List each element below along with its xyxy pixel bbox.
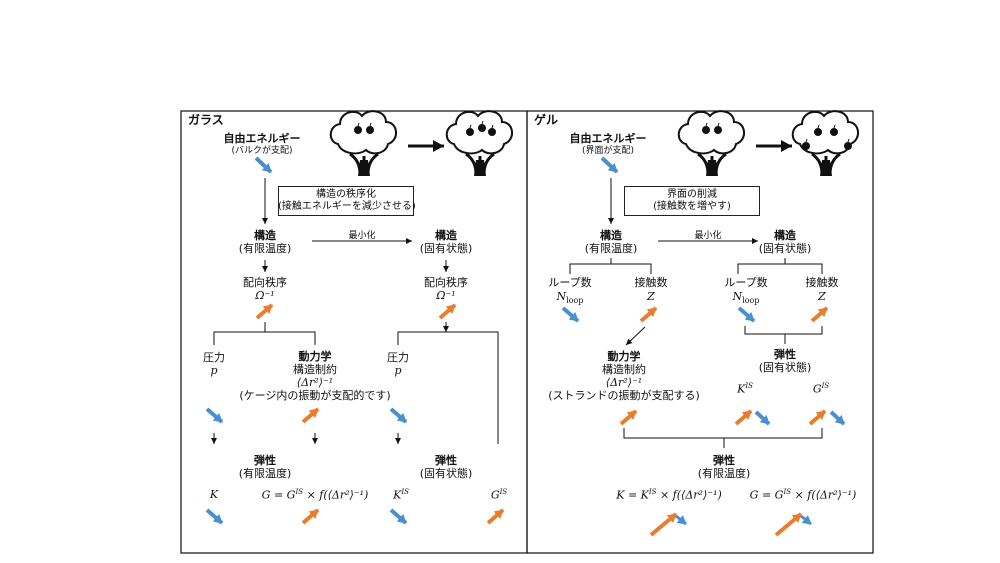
glass-bracket-right	[397, 322, 499, 444]
glass-minimize: 最小化	[348, 231, 376, 241]
gel-GIS: GIS	[812, 382, 830, 396]
gel-arrow-to-dynamics	[625, 326, 646, 346]
glass-elastic-inherent-sub: (固有状態)	[419, 467, 473, 480]
gel-struct-inherent: 構造	[774, 229, 796, 242]
gel-struct-inherent-sub: (固有状態)	[758, 242, 812, 255]
gel-orange-arrow-K	[649, 512, 678, 537]
gel-blue-arrow-loop-left	[561, 306, 580, 323]
glass-blue-arrow-KIS	[389, 508, 408, 525]
glass-orange-arrow-GIS	[486, 508, 505, 525]
glass-constraint-sym: ⟨Δr²⟩⁻¹	[296, 376, 334, 389]
gel-elastic-finite: 弾性	[713, 454, 735, 467]
glass-tree-left	[329, 109, 398, 178]
glass-bracket-left	[213, 322, 316, 345]
gel-contact-sym-right: Z	[818, 290, 826, 303]
glass-KIS: KIS	[393, 488, 409, 502]
gel-box-line1: 界面の削減	[667, 189, 717, 200]
glass-blue-arrow-fe	[254, 156, 273, 174]
gel-orange-arrow-dyn	[619, 409, 638, 426]
glass-pressure-sym-right: p	[394, 364, 402, 377]
glass-blue-arrow-p-left	[205, 407, 224, 424]
glass-free-energy-note: (バルクが支配)	[231, 146, 293, 156]
glass-orange-arrow-order-right	[438, 303, 457, 320]
glass-pressure-sym-left: p	[210, 364, 218, 377]
gel-elastic-inherent-sub: (固有状態)	[758, 361, 812, 374]
gel-blue-arrow-KIS	[754, 410, 771, 426]
gel-blue-arrow-GIS	[829, 410, 846, 426]
gel-contact-right: 接触数	[805, 276, 839, 289]
glass-constraint: 構造制約	[293, 363, 337, 376]
glass-box-line1: 構造の秩序化	[316, 189, 376, 200]
glass-title: ガラス	[188, 113, 224, 127]
gel-strand-note: (ストランドの振動が支配する)	[548, 389, 700, 402]
gel-bracket-elastic-right	[744, 326, 823, 344]
glass-dynamics: 動力学	[298, 350, 332, 363]
glass-G-formula: G = GIS × f(⟨Δr²⟩⁻¹)	[261, 488, 369, 502]
gel-constraint: 構造制約	[602, 363, 646, 376]
glass-orient-order-left: 配向秩序	[243, 276, 287, 289]
glass-K: K	[209, 488, 219, 501]
glass-tree-right	[445, 109, 514, 178]
gel-blue-arrow-fe	[600, 156, 619, 174]
glass-ordering-box	[278, 186, 414, 216]
gel-G-formula: G = GIS × f(⟨Δr²⟩⁻¹)	[749, 488, 857, 502]
gel-loop-sym-left: Nloop	[556, 290, 584, 306]
gel-bracket-bottom	[623, 428, 823, 448]
gel-orange-arrow-GIS	[808, 409, 827, 426]
glass-blue-arrow-K	[205, 508, 224, 525]
gel-loop-sym-right: Nloop	[732, 290, 760, 306]
gel-interface-box	[624, 186, 760, 216]
gel-struct-finite-sub: (有限温度)	[584, 242, 638, 255]
gel-orange-arrow-G	[774, 512, 803, 537]
glass-cage-note: (ケージ内の振動が支配的です)	[239, 389, 391, 402]
glass-orient-order-right: 配向秩序	[424, 276, 468, 289]
glass-orient-sym-left: Ω⁻¹	[255, 289, 275, 302]
glass-elastic-finite-sub: (有限温度)	[238, 467, 292, 480]
glass-GIS: GIS	[490, 488, 508, 502]
gel-loop-right: ループ数	[724, 276, 768, 289]
glass-free-energy: 自由エネルギー	[223, 132, 301, 145]
glass-struct-inherent: 構造	[435, 229, 457, 242]
gel-bracket-top-right	[737, 258, 823, 274]
glass-box-line2: (接触エネルギーを減少させる)	[278, 201, 416, 212]
gel-orange-arrow-contact-right	[810, 306, 829, 323]
glass-pressure-left: 圧力	[203, 351, 225, 364]
gel-minimize: 最小化	[694, 231, 722, 241]
gel-constraint-sym: ⟨Δr²⟩⁻¹	[605, 376, 643, 389]
gel-KIS: KIS	[737, 382, 753, 396]
gel-tree-right	[791, 109, 860, 178]
glass-struct-finite-sub: (有限温度)	[238, 242, 292, 255]
gel-orange-arrow-contact-left	[639, 306, 658, 323]
gel-blue-arrow-loop-right	[737, 306, 756, 323]
glass-elastic-finite: 弾性	[254, 454, 276, 467]
glass-orange-arrow-order-left	[255, 303, 274, 320]
gel-free-energy-note: (界面が支配)	[581, 146, 635, 156]
gel-orange-arrow-KIS	[734, 409, 753, 426]
gel-contact-left: 接触数	[634, 276, 668, 289]
glass-orange-arrow-G	[301, 508, 320, 525]
gel-K-formula: K = KIS × f(⟨Δr²⟩⁻¹)	[616, 488, 722, 502]
gel-free-energy: 自由エネルギー	[569, 132, 647, 145]
glass-orange-arrow-dyn	[301, 407, 320, 424]
glass-elastic-inherent: 弾性	[435, 454, 457, 467]
gel-tree-left	[677, 109, 746, 178]
glass-orient-sym-right: Ω⁻¹	[436, 289, 456, 302]
gel-struct-finite: 構造	[600, 229, 622, 242]
gel-blue-arrow-G	[800, 514, 812, 526]
glass-pressure-right: 圧力	[387, 351, 409, 364]
gel-elastic-finite-sub: (有限温度)	[697, 467, 751, 480]
gel-elastic-inherent: 弾性	[774, 348, 796, 361]
gel-dynamics: 動力学	[607, 350, 641, 363]
glass-struct-finite: 構造	[254, 229, 276, 242]
gel-title: ゲル	[534, 113, 559, 127]
gel-loop-left: ループ数	[548, 276, 592, 289]
gel-bracket-top-left	[569, 258, 652, 274]
glass-struct-inherent-sub: (固有状態)	[419, 242, 473, 255]
gel-box-line2: (接触数を増やす)	[653, 201, 731, 212]
gel-contact-sym-left: Z	[647, 290, 655, 303]
gel-blue-arrow-K	[675, 514, 687, 526]
glass-blue-arrow-p-right	[389, 407, 408, 424]
